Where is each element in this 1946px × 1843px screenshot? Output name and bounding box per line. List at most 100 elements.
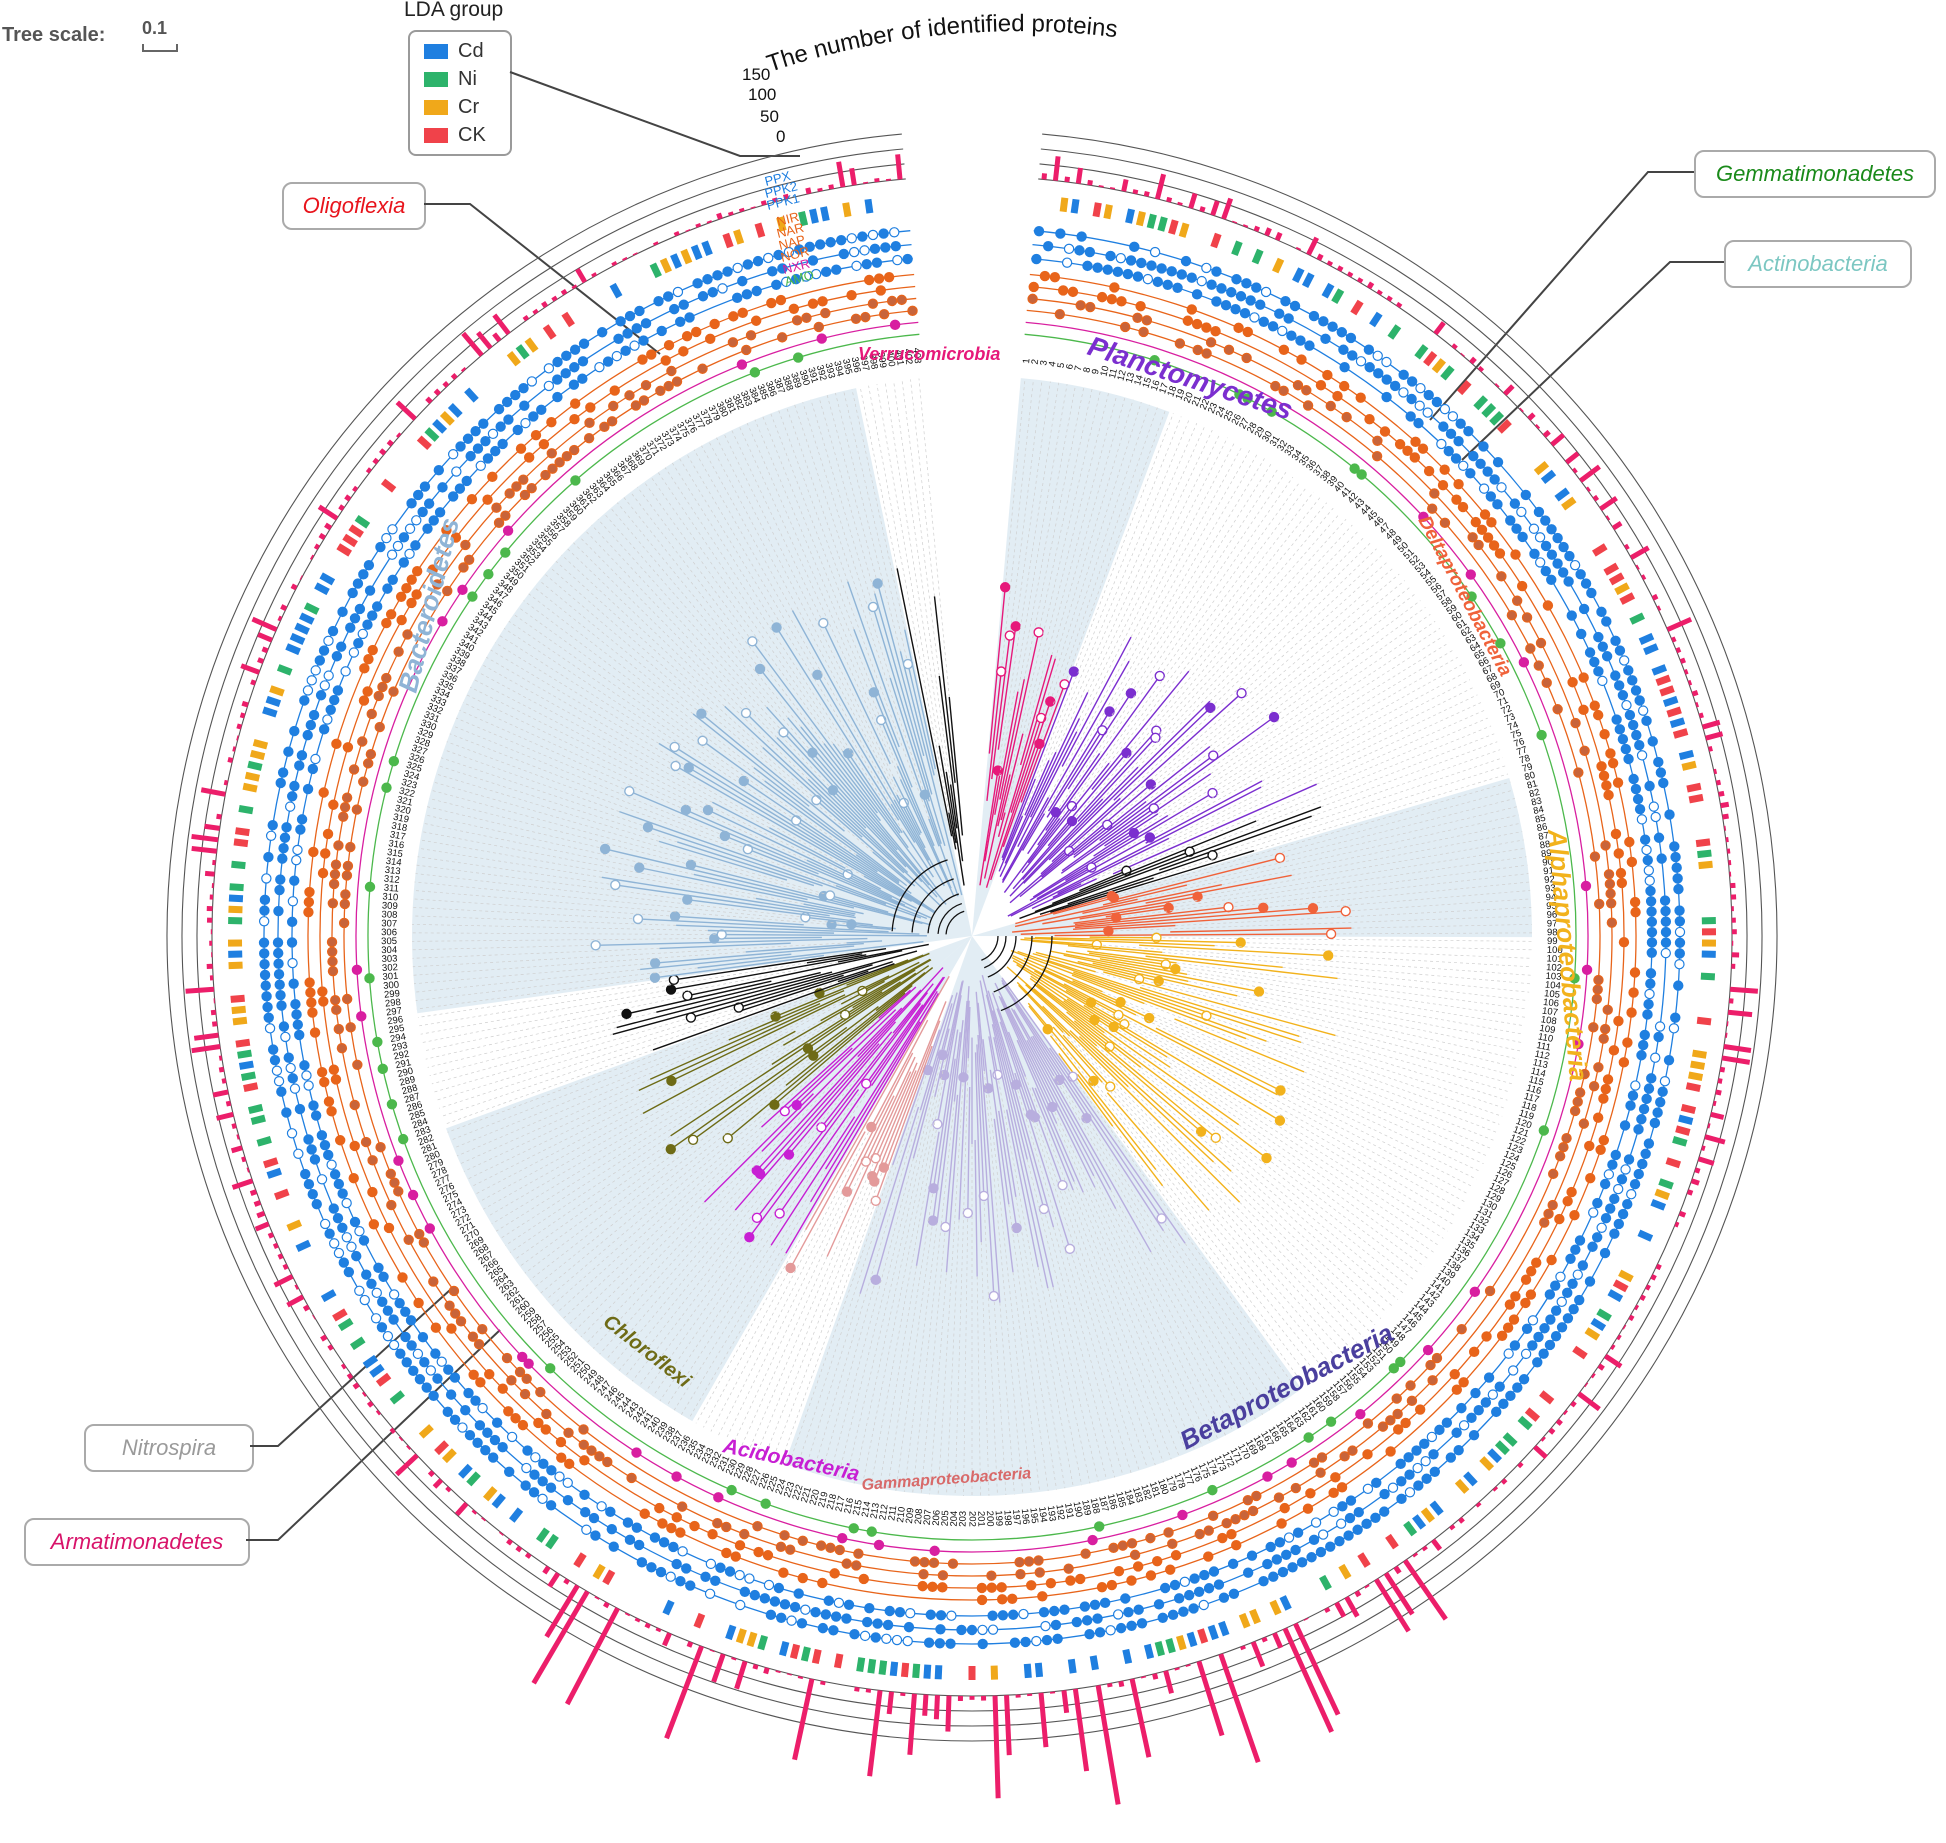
guide-line xyxy=(580,1151,763,1338)
lda-mark xyxy=(265,695,282,707)
branch xyxy=(1024,760,1050,816)
lda-mark xyxy=(1540,469,1557,484)
annotation-dot xyxy=(388,1314,399,1325)
lda-mark xyxy=(276,664,293,676)
guide-line xyxy=(778,410,930,819)
annotation-dot xyxy=(1201,322,1212,333)
guide-line xyxy=(820,1279,877,1476)
guide-line xyxy=(490,649,689,768)
leaf-node xyxy=(682,894,693,905)
protein-bar xyxy=(1572,467,1578,474)
annotation-dot xyxy=(1406,376,1418,387)
branch xyxy=(659,942,791,950)
guide-line xyxy=(539,580,702,714)
legend-box: Cd Ni Cr CK xyxy=(408,30,512,156)
guide-line xyxy=(499,635,675,748)
annotation-dot xyxy=(530,429,542,441)
annotation-dot xyxy=(1096,1581,1108,1593)
protein-bar xyxy=(212,1089,229,1098)
guide-line xyxy=(1228,873,1529,908)
branch xyxy=(873,692,913,788)
annotation-dot xyxy=(460,539,471,551)
leaf-number: 186 xyxy=(1105,1493,1119,1511)
annotation-dot xyxy=(540,1424,552,1435)
guide-line xyxy=(1153,765,1506,879)
annotation-dot xyxy=(404,523,416,534)
protein-bar xyxy=(1698,712,1704,719)
branch xyxy=(805,975,950,1230)
annotation-dot xyxy=(493,403,505,415)
protein-bar xyxy=(1221,197,1234,220)
protein-bar xyxy=(398,1436,404,1442)
annotation-dot xyxy=(1498,1398,1509,1410)
annotation-dot xyxy=(1318,316,1329,327)
leaf-number: 122 xyxy=(1509,1132,1528,1148)
clade-sector xyxy=(412,388,973,1014)
protein-bar xyxy=(1584,1382,1589,1388)
annotation-dot xyxy=(765,1609,777,1621)
annotation-dot xyxy=(371,1287,382,1299)
annotation-dot xyxy=(484,1369,495,1380)
lda-mark xyxy=(1319,1574,1332,1591)
guide-line xyxy=(616,502,802,728)
annotation-dot xyxy=(631,323,642,334)
annotation-dot xyxy=(1040,1620,1051,1632)
annotation-dot xyxy=(1362,1418,1374,1429)
leaf-number: 81 xyxy=(1526,778,1539,791)
annotation-dot xyxy=(657,1518,668,1529)
annotation-dot xyxy=(1618,937,1630,948)
protein-bar xyxy=(1121,178,1129,192)
lda-mark xyxy=(545,1533,559,1550)
leaf-node xyxy=(1258,902,1269,913)
guide-line xyxy=(1120,1001,1484,1165)
guide-line xyxy=(1167,642,1450,816)
guide-line xyxy=(1161,1218,1285,1402)
annotation-dot xyxy=(289,725,300,737)
annotation-dot xyxy=(753,1546,764,1558)
leaf-node xyxy=(1195,1126,1207,1137)
guide-line xyxy=(887,1188,934,1490)
annotation-dot xyxy=(1589,851,1601,862)
guide-line xyxy=(579,536,778,738)
branch xyxy=(1005,1109,1039,1268)
annotation-dot xyxy=(480,1445,491,1456)
branch xyxy=(958,1000,970,1220)
annotation-dot xyxy=(1588,1207,1599,1218)
branch xyxy=(998,995,1058,1124)
lda-mark xyxy=(491,1493,506,1509)
annotation-dot xyxy=(631,1447,642,1458)
annotation-dot xyxy=(1570,717,1581,729)
annotation-dot xyxy=(569,398,581,409)
leaf-number: 68 xyxy=(1485,671,1499,686)
annotation-dot xyxy=(1591,1232,1603,1243)
branch xyxy=(629,790,899,906)
protein-bar xyxy=(1702,719,1721,730)
annotation-dot xyxy=(367,644,378,656)
annotation-dot xyxy=(1510,549,1521,560)
annotation-dot xyxy=(1271,1554,1283,1565)
annotation-dot xyxy=(608,1541,619,1552)
annotation-dot xyxy=(460,1405,471,1416)
branch xyxy=(1042,968,1150,1019)
annotation-dot xyxy=(1504,1299,1516,1310)
leaf-node xyxy=(610,879,621,891)
protein-bar xyxy=(236,1134,240,1140)
annotation-dot xyxy=(261,991,272,1002)
leaf-number: 18 xyxy=(1165,385,1179,399)
annotation-dot xyxy=(817,1577,828,1589)
tree-scale-value: 0.1 xyxy=(142,18,168,38)
lda-mark xyxy=(348,524,364,538)
annotation-dot xyxy=(316,1066,328,1078)
protein-bar xyxy=(1694,1167,1701,1174)
lda-mark xyxy=(670,253,683,269)
annotation-dot xyxy=(766,297,777,309)
annotation-dot xyxy=(1599,729,1610,740)
annotation-dot xyxy=(279,832,291,843)
annotation-dot xyxy=(405,1315,417,1326)
branch xyxy=(896,568,953,837)
protein-bar xyxy=(1671,636,1677,643)
guide-line xyxy=(1068,567,1394,852)
guide-line xyxy=(818,397,876,594)
leaf-node xyxy=(962,1207,973,1219)
annotation-dot xyxy=(314,655,326,666)
